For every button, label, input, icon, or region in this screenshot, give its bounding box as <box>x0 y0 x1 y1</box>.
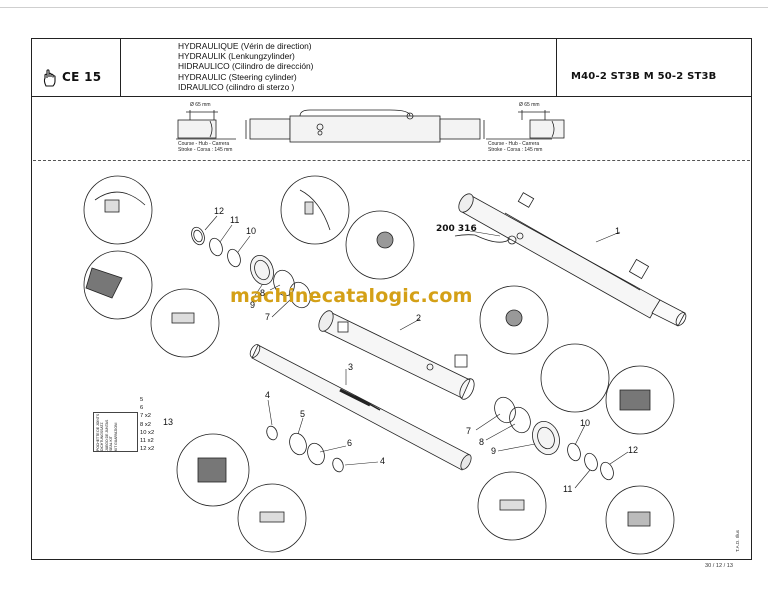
title-it: IDRAULICO (cilindro di sterzo ) <box>178 81 295 92</box>
watermark: machinecatalogic.com <box>230 285 473 307</box>
seal-kit-text-5: KIT GUARNIZIONI <box>113 422 118 451</box>
callout-8-left: 8 <box>260 288 266 298</box>
leader-lines <box>204 215 629 489</box>
detail-circles <box>83 175 675 555</box>
callout-9-right: 9 <box>491 446 497 456</box>
callout-8-right: 8 <box>479 437 485 447</box>
seal-kit-contents: 5 6 7 x2 8 x2 10 x2 11 x2 12 x2 <box>140 396 154 453</box>
illustrator-credit: T.A.D. Illus <box>735 530 740 552</box>
title-en: HYDRAULIC (Steering cylinder) <box>178 71 297 82</box>
reference-box <box>31 38 121 96</box>
cylinder-overview <box>176 109 565 143</box>
header-divider <box>31 96 752 97</box>
callout-10-left: 10 <box>246 226 257 236</box>
callout-11-left: 11 <box>230 215 240 225</box>
seal-kit-item: 12 x2 <box>140 446 155 453</box>
callout-9-left: 9 <box>250 300 256 310</box>
cylinder-body-1 <box>454 192 687 327</box>
callout-7-left: 7 <box>265 312 271 322</box>
seal-kit-item: 7 x2 <box>140 413 151 420</box>
seal-kit-item: 10 x2 <box>140 429 155 436</box>
revision-date: 30 / 12 / 13 <box>705 563 733 569</box>
drawing-frame <box>31 38 752 560</box>
callout-2: 2 <box>416 313 422 323</box>
seal-kit-item: 8 x2 <box>140 421 151 428</box>
top-rule <box>0 7 768 8</box>
model-box <box>556 38 752 96</box>
stroke-label-left-1: Course - Hub - Carrera <box>178 141 230 147</box>
diameter-right: Ø 65 mm <box>519 102 540 108</box>
callout-12-right: 12 <box>628 445 639 455</box>
diameter-left: Ø 65 mm <box>190 102 211 108</box>
callout-3: 3 <box>348 362 354 372</box>
seal-kit-item: 5 <box>140 397 144 403</box>
title-de: HYDRAULIK (Lenkungzylinder) <box>178 51 295 62</box>
kit-part-number: 200 316 <box>436 224 477 234</box>
title-fr: HYDRAULIQUE (Vérin de direction) <box>178 41 312 51</box>
callout-4-top: 4 <box>265 390 271 400</box>
seal-kit-item: 11 x2 <box>140 438 154 445</box>
stroke-label-right-2: Stroke - Corsa : 145 mm <box>488 147 543 153</box>
stroke-label-right-1: Course - Hub - Carrera <box>488 141 540 147</box>
callout-13: 13 <box>163 417 174 427</box>
pointing-hand-icon <box>43 69 56 87</box>
callout-6: 6 <box>347 438 353 448</box>
seal-kit-label: POCHETTE DE JOINTS DICHTUNGSSATZ JUEGO D… <box>93 412 138 452</box>
callout-10-right: 10 <box>580 418 591 428</box>
title-block: HYDRAULIQUE (Vérin de direction) HYDRAUL… <box>178 41 313 92</box>
callout-1: 1 <box>615 226 621 236</box>
section-separator <box>33 160 750 161</box>
callout-5: 5 <box>300 409 306 419</box>
piston-rod-3 <box>249 344 472 471</box>
model-list: M40-2 ST3B M 50-2 ST3B <box>571 71 717 82</box>
left-seal-stack <box>191 226 311 309</box>
right-seal-stack <box>494 396 614 481</box>
callout-11-right: 11 <box>563 484 573 494</box>
callout-4-bottom: 4 <box>380 456 386 466</box>
callout-7-right: 7 <box>466 426 472 436</box>
callout-12-left: 12 <box>214 206 225 216</box>
title-es: HIDRAULICO (Cilindro de dirección) <box>178 61 314 72</box>
seal-kit-item: 6 <box>140 405 144 412</box>
stroke-label-left-2: Stroke - Corsa : 145 mm <box>178 147 233 153</box>
reference-code: CE 15 <box>62 70 102 84</box>
cylinder-tube-2 <box>318 310 475 400</box>
